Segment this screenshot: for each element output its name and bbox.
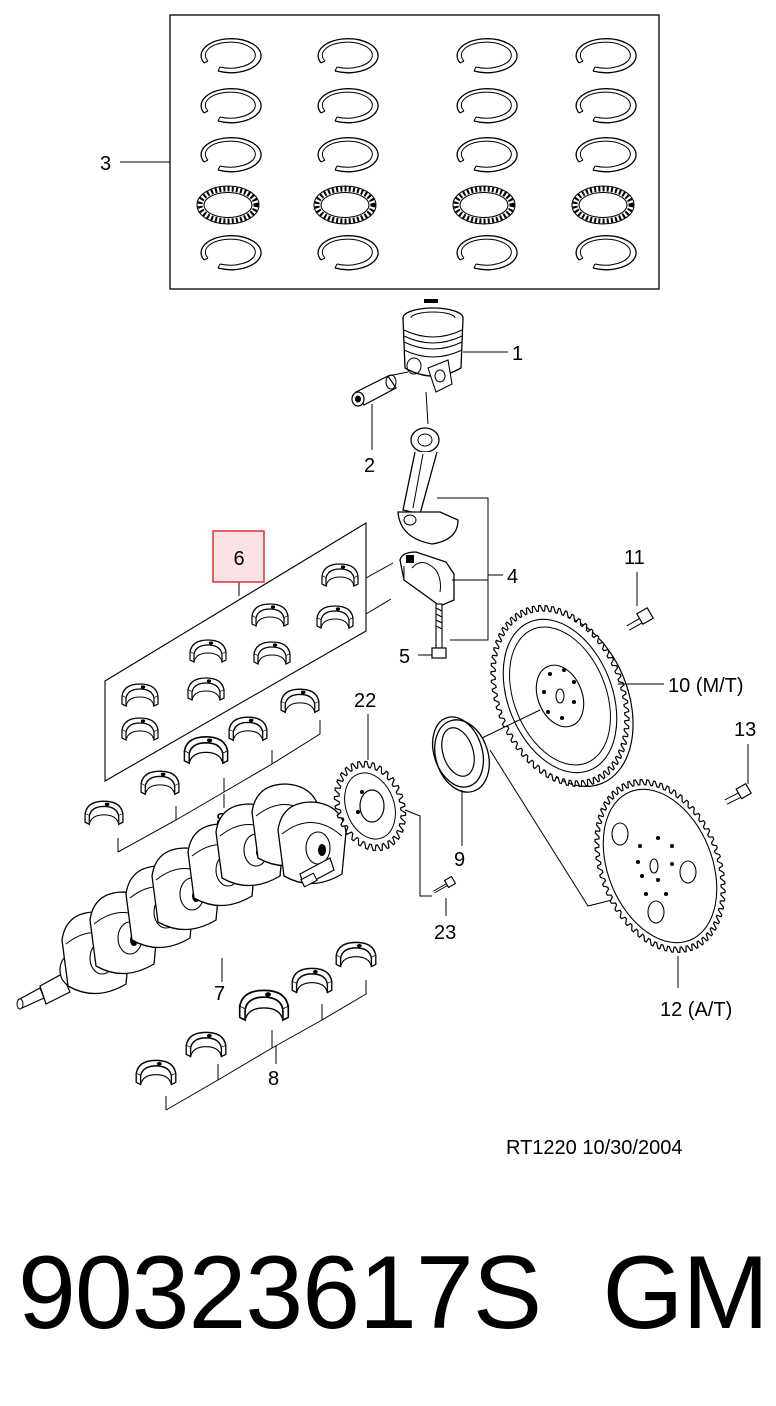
bearing-shell-icon: [121, 683, 159, 707]
bolt-icon[interactable]: [433, 875, 457, 894]
piston-ring-icon: [200, 38, 262, 74]
bearing-shell-icon: [280, 688, 320, 714]
piston-ring-icon: [200, 88, 262, 124]
callout-5: 5: [399, 646, 410, 668]
callout-10: 10 (M/T): [668, 675, 744, 697]
bolt-icon[interactable]: [626, 606, 655, 631]
callout-13: 13: [734, 719, 756, 741]
piston-icon[interactable]: [402, 299, 464, 393]
piston-ring-icon: [571, 185, 635, 225]
piston-ring-icon: [456, 88, 518, 124]
highlight-frame: [212, 530, 265, 583]
piston-ring-icon: [575, 137, 637, 173]
callout-9: 9: [454, 849, 465, 871]
part-caption: 90323617S GM: [18, 1228, 769, 1358]
bearing-shell-icon: [291, 967, 333, 994]
piston-ring-icon: [575, 235, 637, 271]
bearing-shell-icon: [183, 736, 229, 765]
flexplate-icon[interactable]: [571, 760, 750, 972]
piston-ring-icon: [456, 137, 518, 173]
main-bearings-upper[interactable]: [84, 688, 321, 853]
bearing-shell-icon: [316, 605, 354, 629]
crankshaft-icon[interactable]: [16, 783, 347, 1010]
flywheel-icon[interactable]: [465, 585, 657, 807]
callout-23: 23: [434, 922, 456, 944]
bearing-shell-icon: [135, 1059, 177, 1086]
oil-seal-icon[interactable]: [424, 710, 498, 799]
bearing-shell-icon: [238, 989, 290, 1022]
bolt-icon[interactable]: [431, 603, 447, 659]
bearing-shell-icon: [140, 770, 180, 796]
callout-6: 6: [233, 548, 244, 570]
piston-ring-icon: [200, 137, 262, 173]
piston-ring-icon: [456, 235, 518, 271]
callout-7: 7: [214, 983, 225, 1005]
diagram-reference: RT1220 10/30/2004: [506, 1137, 682, 1159]
piston-pin-icon[interactable]: [351, 371, 409, 407]
piston-ring-set[interactable]: [169, 14, 660, 290]
piston-ring-icon: [452, 185, 516, 225]
callout-8b: 8: [268, 1068, 279, 1090]
piston-ring-icon: [313, 185, 377, 225]
bearing-shell-icon: [187, 677, 225, 701]
bearing-shell-icon: [84, 800, 124, 826]
piston-ring-icon: [200, 235, 262, 271]
sprocket-icon[interactable]: [322, 751, 417, 861]
piston-ring-icon: [196, 185, 260, 225]
piston-ring-icon: [317, 88, 379, 124]
connecting-rod-icon[interactable]: [397, 391, 459, 607]
piston-ring-icon: [575, 88, 637, 124]
bolt-icon[interactable]: [724, 782, 753, 805]
bearing-shell-icon: [189, 639, 227, 663]
piston-ring-icon: [317, 235, 379, 271]
bearing-shell-icon: [253, 641, 291, 665]
callout-12: 12 (A/T): [660, 999, 732, 1021]
piston-ring-icon: [575, 38, 637, 74]
bearing-shell-icon: [335, 941, 377, 968]
callout-2: 2: [364, 455, 375, 477]
highlight-box-6[interactable]: 6: [212, 530, 265, 583]
piston-ring-icon: [317, 137, 379, 173]
bearing-set-6[interactable]: [104, 522, 367, 782]
main-bearings-lower[interactable]: [135, 941, 377, 1111]
bearing-shell-icon: [185, 1031, 227, 1058]
callout-1: 1: [512, 343, 523, 365]
callout-11: 11: [624, 547, 645, 569]
piston-ring-icon: [317, 38, 379, 74]
callout-3: 3: [100, 153, 111, 175]
bearing-shell-icon: [321, 563, 359, 587]
piston-ring-icon: [456, 38, 518, 74]
callout-4: 4: [507, 566, 518, 588]
part-number: 90323617S: [18, 1235, 542, 1351]
callout-22: 22: [354, 690, 376, 712]
bearing-shell-icon: [228, 716, 268, 742]
brand-name: GM: [602, 1235, 769, 1351]
bearing-shell-icon: [251, 603, 289, 627]
bearing-shell-icon: [121, 717, 159, 741]
